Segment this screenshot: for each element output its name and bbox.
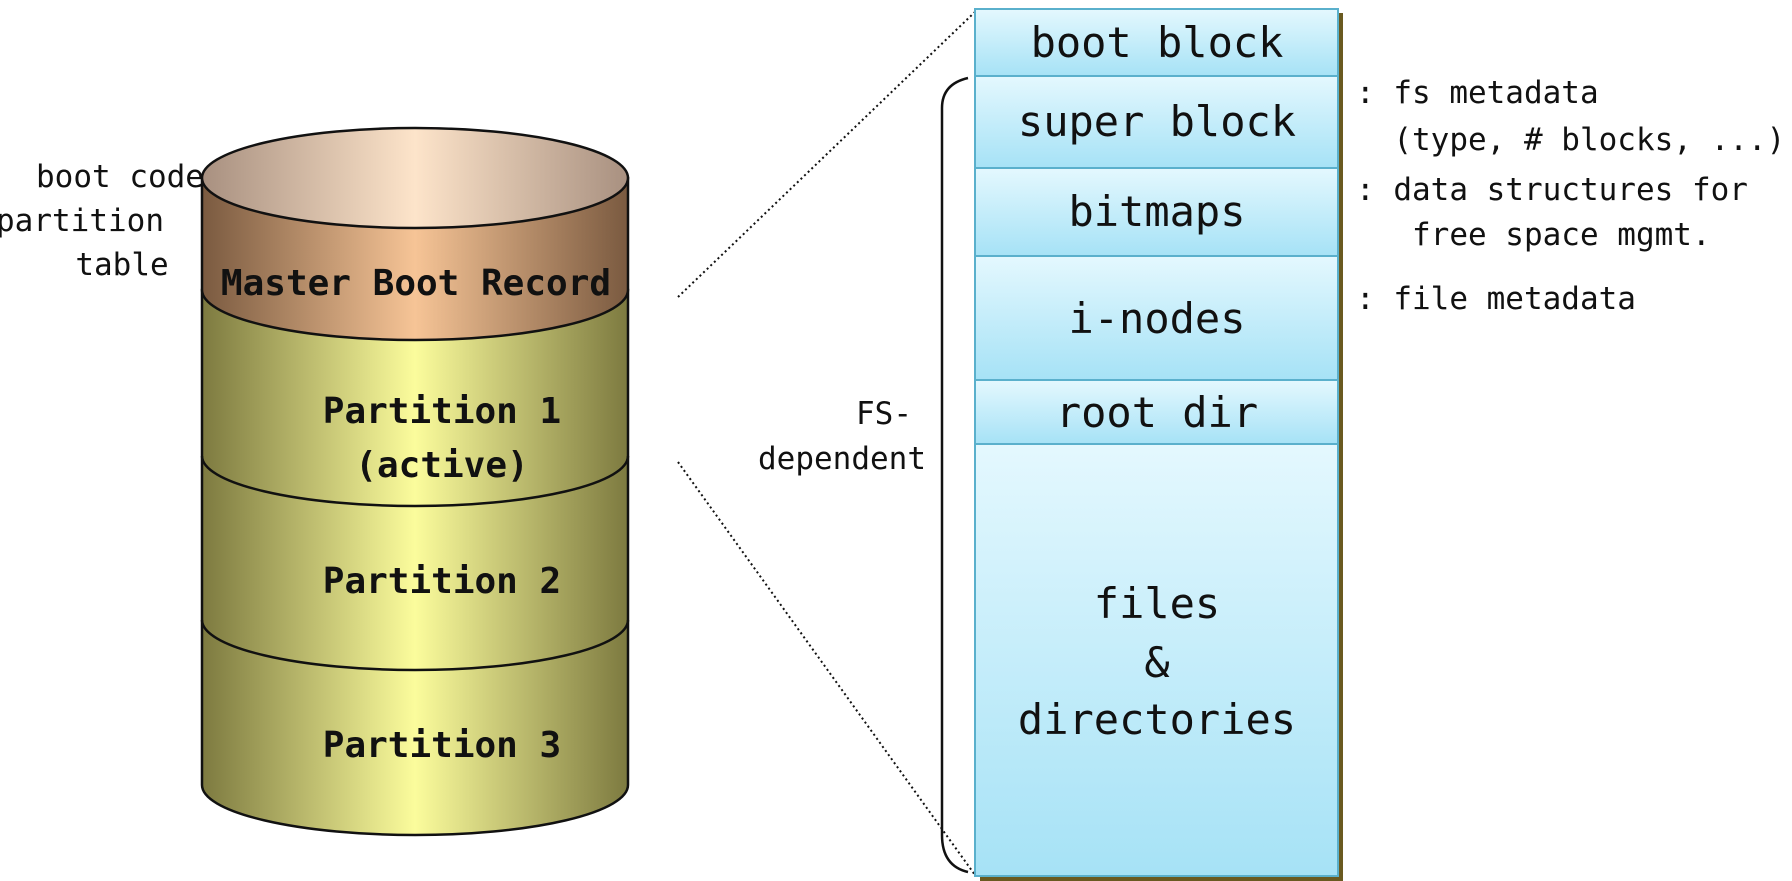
mbr-note-partition: partition bbox=[0, 203, 164, 239]
mbr-label: Master Boot Record bbox=[221, 263, 611, 304]
zoom-line-top bbox=[677, 9, 978, 298]
disk-top bbox=[200, 126, 630, 230]
block-files-label-2: & bbox=[1144, 638, 1170, 687]
zoom-line-bottom bbox=[677, 461, 976, 876]
annotation-super-2: (type, # blocks, ...) bbox=[1356, 122, 1785, 158]
block-boot-label: boot block bbox=[1031, 18, 1284, 67]
partition-divider-2 bbox=[200, 619, 630, 672]
annotation-inodes: : file metadata bbox=[1356, 281, 1636, 317]
partition-1-sublabel: (active) bbox=[355, 445, 528, 486]
block-root-dir bbox=[974, 379, 1339, 445]
partition-1-label: Partition 1 bbox=[323, 391, 561, 432]
annotation-super-1: : fs metadata bbox=[1356, 75, 1599, 111]
fs-dependent-brace bbox=[940, 76, 969, 874]
fs-dependent-label-1: FS- bbox=[856, 396, 912, 432]
block-super-label: super block bbox=[1018, 97, 1296, 146]
mbr-note-boot-code: boot code bbox=[36, 159, 204, 195]
block-files-label-3: directories bbox=[1018, 695, 1296, 744]
fs-dependent-label-2: dependent bbox=[758, 441, 926, 477]
block-files bbox=[974, 443, 1339, 877]
disk-cylinder bbox=[200, 126, 630, 837]
block-inodes-label: i-nodes bbox=[1068, 294, 1245, 343]
annotation-bitmaps-1: : data structures for bbox=[1356, 172, 1748, 208]
partition-body bbox=[200, 288, 630, 837]
block-bitmaps-label: bitmaps bbox=[1068, 187, 1245, 236]
partition-3-label: Partition 3 bbox=[323, 725, 561, 766]
mbr-note-table: table bbox=[75, 247, 168, 283]
fs-block-column bbox=[974, 8, 1343, 881]
annotation-bitmaps-2: free space mgmt. bbox=[1356, 217, 1711, 253]
block-root-dir-label: root dir bbox=[1056, 388, 1258, 437]
partition-2-label: Partition 2 bbox=[323, 561, 561, 602]
block-files-label-1: files bbox=[1094, 579, 1220, 628]
partition-divider-1 bbox=[200, 455, 630, 508]
